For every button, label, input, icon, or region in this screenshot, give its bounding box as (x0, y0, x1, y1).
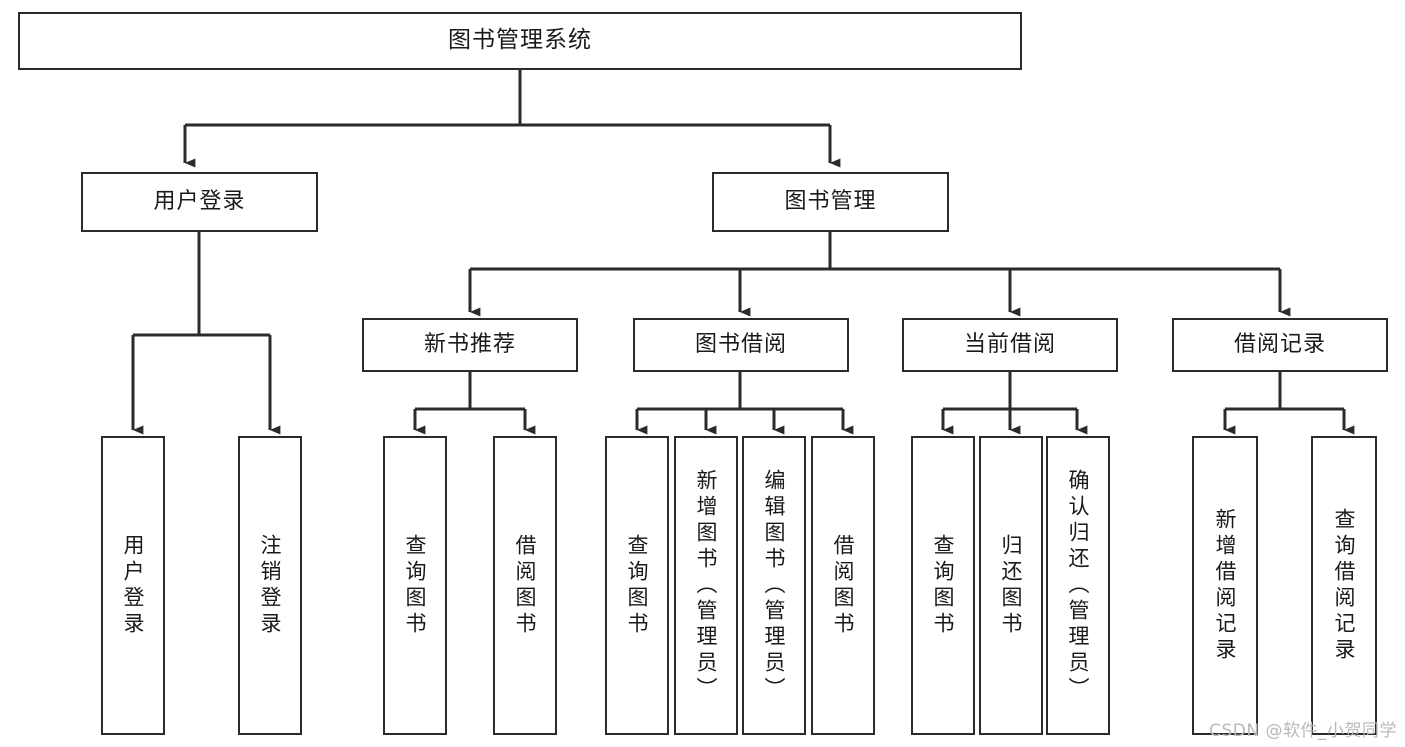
node-leaf-query-record-label: 查询借阅记录 (1332, 507, 1357, 664)
node-leaf-edit-book-label: 编辑图书（管理员） (762, 468, 787, 703)
node-borrow-record-label: 借阅记录 (1233, 331, 1326, 357)
node-leaf-return-book-label: 归还图书 (999, 533, 1024, 638)
node-current-borrow-label: 当前借阅 (963, 331, 1056, 357)
watermark: CSDN @软件_小贺同学 (1209, 721, 1397, 741)
node-leaf-confirm-return[interactable]: 确认归还（管理员） (1046, 436, 1110, 735)
node-leaf-borrow-book-1[interactable]: 借阅图书 (493, 436, 557, 735)
node-new-book-recommend-label: 新书推荐 (423, 331, 516, 357)
node-book-manage[interactable]: 图书管理 (712, 172, 949, 232)
node-leaf-logout-login[interactable]: 注销登录 (238, 436, 302, 735)
node-user-login[interactable]: 用户登录 (81, 172, 318, 232)
node-book-borrow[interactable]: 图书借阅 (633, 318, 849, 372)
node-leaf-user-login[interactable]: 用户登录 (101, 436, 165, 735)
node-leaf-query-book-1-label: 查询图书 (403, 533, 428, 638)
node-new-book-recommend[interactable]: 新书推荐 (362, 318, 578, 372)
node-leaf-borrow-book-2[interactable]: 借阅图书 (811, 436, 875, 735)
node-borrow-record[interactable]: 借阅记录 (1172, 318, 1388, 372)
node-leaf-borrow-book-2-label: 借阅图书 (831, 533, 856, 638)
node-leaf-add-record-label: 新增借阅记录 (1213, 507, 1238, 664)
node-leaf-add-book-label: 新增图书（管理员） (694, 468, 719, 703)
node-leaf-query-book-2[interactable]: 查询图书 (605, 436, 669, 735)
node-leaf-confirm-return-label: 确认归还（管理员） (1066, 468, 1091, 703)
node-leaf-borrow-book-1-label: 借阅图书 (513, 533, 538, 638)
node-leaf-query-book-2-label: 查询图书 (625, 533, 650, 638)
node-leaf-query-book-3-label: 查询图书 (931, 533, 956, 638)
node-leaf-query-record[interactable]: 查询借阅记录 (1311, 436, 1377, 735)
node-leaf-edit-book[interactable]: 编辑图书（管理员） (742, 436, 806, 735)
node-book-borrow-label: 图书借阅 (694, 331, 787, 357)
node-leaf-query-book-1[interactable]: 查询图书 (383, 436, 447, 735)
node-root[interactable]: 图书管理系统 (18, 12, 1022, 70)
node-root-label: 图书管理系统 (448, 27, 592, 54)
node-user-login-label: 用户登录 (153, 188, 246, 214)
node-current-borrow[interactable]: 当前借阅 (902, 318, 1118, 372)
node-leaf-logout-login-label: 注销登录 (258, 533, 283, 638)
node-leaf-add-record[interactable]: 新增借阅记录 (1192, 436, 1258, 735)
node-leaf-query-book-3[interactable]: 查询图书 (911, 436, 975, 735)
node-leaf-user-login-label: 用户登录 (121, 533, 146, 638)
node-leaf-return-book[interactable]: 归还图书 (979, 436, 1043, 735)
node-leaf-add-book[interactable]: 新增图书（管理员） (674, 436, 738, 735)
node-book-manage-label: 图书管理 (784, 188, 877, 214)
